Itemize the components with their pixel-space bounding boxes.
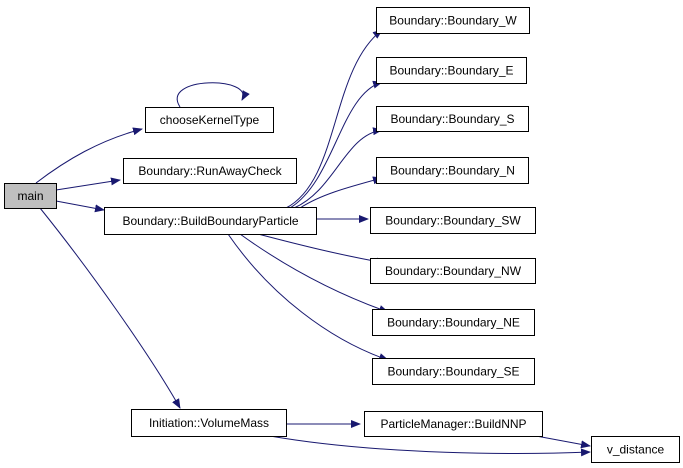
node-runAwayCheck[interactable]: Boundary::RunAwayCheck <box>123 158 297 184</box>
node-boundaryE[interactable]: Boundary::Boundary_E <box>376 57 527 84</box>
nodes-layer: main chooseKernelType Boundary::RunAwayC… <box>4 7 680 463</box>
node-box[interactable] <box>376 106 529 132</box>
node-box[interactable] <box>123 158 297 184</box>
node-initiationVolumeMass[interactable]: Initiation::VolumeMass <box>131 409 287 437</box>
node-box[interactable] <box>131 409 287 437</box>
node-boundarySE[interactable]: Boundary::Boundary_SE <box>372 358 535 385</box>
edge-main-to-buildBoundaryParticle <box>55 200 105 213</box>
node-buildNNP[interactable]: ParticleManager::BuildNNP <box>364 411 543 437</box>
node-box[interactable] <box>376 7 530 34</box>
edge-main-to-runAwayCheck <box>55 177 121 191</box>
node-box[interactable] <box>370 207 536 234</box>
node-label: Boundary::RunAwayCheck <box>138 164 282 178</box>
node-chooseKernelType[interactable]: chooseKernelType <box>145 107 274 133</box>
node-vDistance[interactable]: v_distance <box>591 436 680 463</box>
node-box[interactable] <box>372 309 535 336</box>
node-box[interactable] <box>370 258 536 284</box>
node-box[interactable] <box>145 107 274 133</box>
node-label: v_distance <box>607 443 665 457</box>
edge-buildBoundaryParticle-to-boundaryN <box>299 176 383 209</box>
edge-buildBoundaryParticle-to-boundaryNE <box>239 233 389 313</box>
node-label: Boundary::Boundary_W <box>389 14 517 28</box>
node-main[interactable]: main <box>4 183 57 209</box>
node-label: ParticleManager::BuildNNP <box>380 417 526 431</box>
node-label: chooseKernelType <box>160 113 260 127</box>
node-label: Boundary::Boundary_NW <box>385 264 522 278</box>
edge-initiationVolumeMass-to-vDistance <box>269 435 591 457</box>
node-label: Boundary::Boundary_S <box>390 112 514 126</box>
node-box[interactable] <box>372 358 535 385</box>
edge-buildBoundaryParticle-to-boundaryS <box>293 127 383 209</box>
edges-layer <box>35 29 591 457</box>
node-boundaryNE[interactable]: Boundary::Boundary_NE <box>372 309 535 336</box>
node-label: Initiation::VolumeMass <box>149 416 269 430</box>
node-box[interactable] <box>376 57 527 84</box>
node-boundaryW[interactable]: Boundary::Boundary_W <box>376 7 530 34</box>
node-box[interactable] <box>364 411 543 437</box>
edge-buildBoundaryParticle-to-boundarySE <box>227 233 389 361</box>
edge-buildBoundaryParticle-to-boundaryE <box>289 80 383 209</box>
node-label: Boundary::Boundary_NE <box>387 316 520 330</box>
node-label: Boundary::Boundary_SE <box>387 365 519 379</box>
node-box[interactable] <box>4 183 57 209</box>
node-label: Boundary::Boundary_N <box>390 164 515 178</box>
node-label: main <box>17 189 43 203</box>
node-box[interactable] <box>104 207 317 235</box>
node-box[interactable] <box>591 436 680 463</box>
node-boundarySW[interactable]: Boundary::Boundary_SW <box>370 207 536 234</box>
node-buildBoundaryParticle[interactable]: Boundary::BuildBoundaryParticle <box>104 207 317 235</box>
edge-chooseKernelType-self <box>176 82 250 108</box>
node-boundaryN[interactable]: Boundary::Boundary_N <box>376 157 529 184</box>
node-boundaryNW[interactable]: Boundary::Boundary_NW <box>370 258 536 284</box>
edge-main-to-initiationVolumeMass <box>39 207 181 409</box>
node-label: Boundary::BuildBoundaryParticle <box>122 214 298 228</box>
edge-buildBoundaryParticle-to-boundaryW <box>285 29 383 209</box>
node-label: Boundary::Boundary_SW <box>385 214 521 228</box>
node-box[interactable] <box>376 157 529 184</box>
node-boundaryS[interactable]: Boundary::Boundary_S <box>376 106 529 132</box>
node-label: Boundary::Boundary_E <box>389 64 513 78</box>
edge-main-to-chooseKernelType <box>35 127 143 184</box>
